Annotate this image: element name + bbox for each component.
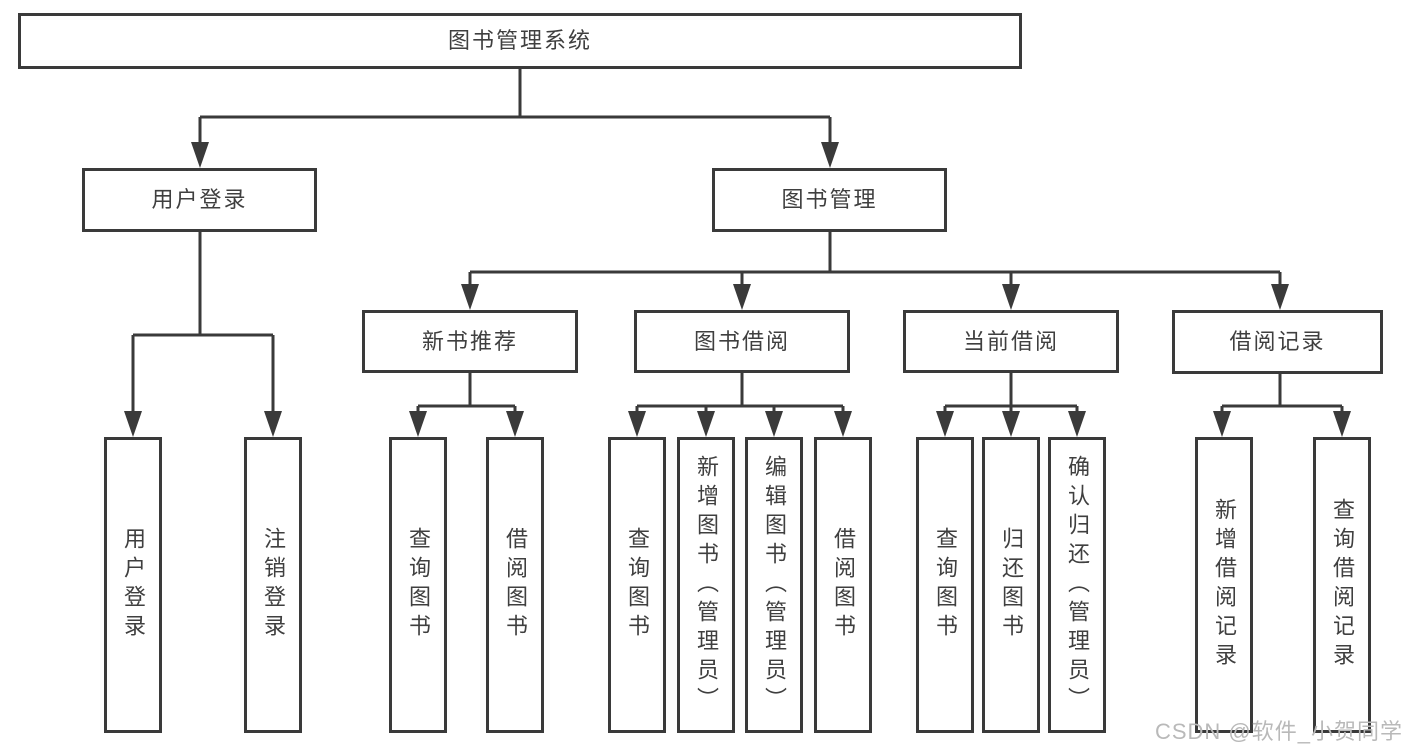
arrowhead (1068, 411, 1086, 437)
arrowhead (1271, 284, 1289, 310)
node-book-borrow: 图书借阅 (634, 310, 850, 373)
connector-borrow-records-to-leaves (1220, 373, 1344, 413)
node-label: 借阅图书 (503, 527, 528, 643)
node-label: 编辑图书（管理员） (762, 454, 787, 716)
connector-book-borrow-to-leaves (635, 373, 845, 413)
arrowhead (124, 411, 142, 437)
arrowhead (461, 284, 479, 310)
connector-root-to-level2 (200, 69, 832, 144)
node-book-management: 图书管理 (712, 168, 947, 232)
arrowhead (834, 411, 852, 437)
arrowhead (733, 284, 751, 310)
leaf-add-books-admin: 新增图书（管理员） (677, 437, 735, 733)
leaf-return-books: 归还图书 (982, 437, 1040, 733)
node-root-library-system: 图书管理系统 (18, 13, 1022, 69)
node-label: 用户登录 (121, 527, 146, 643)
connector-current-borrow-to-leaves (943, 373, 1079, 413)
node-label: 图书借阅 (693, 328, 790, 354)
leaf-query-books-recommend: 查询图书 (389, 437, 447, 733)
leaf-confirm-return-admin: 确认归还（管理员） (1048, 437, 1106, 733)
node-label: 借阅图书 (831, 527, 856, 643)
arrowhead (1002, 284, 1020, 310)
node-label: 图书管理 (781, 187, 878, 212)
arrowhead (697, 411, 715, 437)
arrowhead (821, 142, 839, 168)
node-label: 当前借阅 (962, 328, 1059, 354)
connector-new-book-to-leaves (416, 373, 517, 413)
arrowhead (191, 142, 209, 168)
leaf-logout: 注销登录 (244, 437, 302, 733)
node-label: 确认归还（管理员） (1065, 454, 1090, 716)
leaf-borrow-books: 借阅图书 (814, 437, 872, 733)
arrowhead (1002, 411, 1020, 437)
connector-user-login-to-leaves (131, 232, 275, 413)
node-label: 查询借阅记录 (1330, 498, 1355, 672)
node-label: 注销登录 (261, 527, 286, 643)
arrowhead (765, 411, 783, 437)
node-label: 查询图书 (406, 527, 431, 643)
arrowhead (409, 411, 427, 437)
node-user-login: 用户登录 (82, 168, 317, 232)
leaf-borrow-books-recommend: 借阅图书 (486, 437, 544, 733)
arrowhead (1333, 411, 1351, 437)
node-label: 新书推荐 (421, 328, 518, 354)
leaf-add-borrow-record: 新增借阅记录 (1195, 437, 1253, 733)
arrowhead (506, 411, 524, 437)
node-new-book-recommend: 新书推荐 (362, 310, 578, 373)
arrowhead (936, 411, 954, 437)
node-borrow-records: 借阅记录 (1172, 310, 1383, 374)
leaf-edit-books-admin: 编辑图书（管理员） (745, 437, 803, 733)
leaf-user-login: 用户登录 (104, 437, 162, 733)
arrowhead (264, 411, 282, 437)
connector-book-mgmt-to-level3 (468, 232, 1282, 286)
node-label: 查询图书 (625, 527, 650, 643)
leaf-query-books-current: 查询图书 (916, 437, 974, 733)
arrowhead (628, 411, 646, 437)
leaf-query-borrow-record: 查询借阅记录 (1313, 437, 1371, 733)
node-label: 借阅记录 (1229, 329, 1326, 354)
csdn-watermark: CSDN @软件_小贺同学 (1154, 719, 1403, 744)
arrowhead (1213, 411, 1231, 437)
node-label: 图书管理系统 (447, 28, 592, 53)
node-label: 查询图书 (933, 527, 958, 643)
node-label: 归还图书 (999, 527, 1024, 643)
node-label: 新增图书（管理员） (694, 454, 719, 716)
node-label: 用户登录 (151, 187, 248, 212)
node-current-borrow: 当前借阅 (903, 310, 1119, 373)
leaf-query-books-borrow: 查询图书 (608, 437, 666, 733)
node-label: 新增借阅记录 (1212, 498, 1237, 672)
